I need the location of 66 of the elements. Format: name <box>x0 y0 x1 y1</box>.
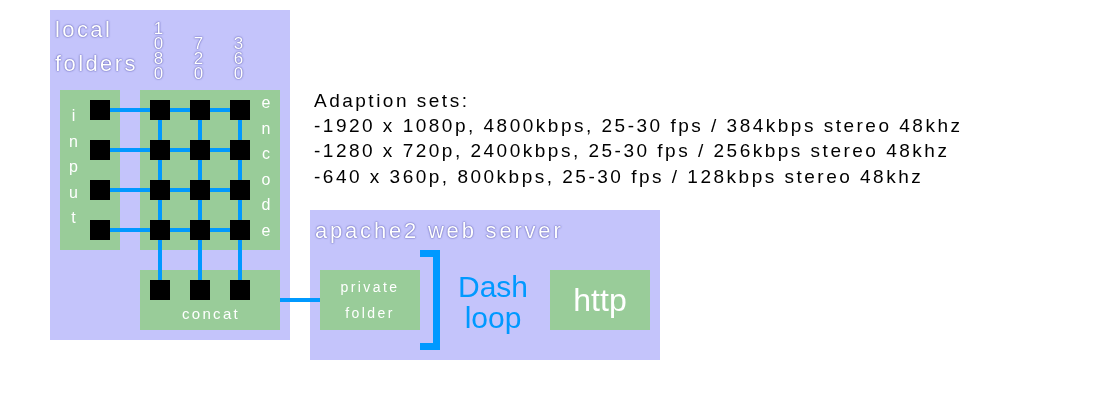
box-label: input <box>69 106 78 228</box>
square-node <box>90 140 110 160</box>
square-node <box>230 100 250 120</box>
connector-line <box>170 228 190 232</box>
square-node <box>150 140 170 160</box>
connector-line <box>198 240 202 280</box>
group-panel <box>50 10 290 340</box>
box-label: concat <box>182 304 240 323</box>
connector-line <box>158 200 162 220</box>
note-heading: Adaption sets: <box>314 89 470 113</box>
connector-line <box>110 228 150 232</box>
connector-line <box>198 160 202 180</box>
square-node <box>90 220 110 240</box>
square-node <box>190 280 210 300</box>
square-node <box>230 180 250 200</box>
connector-line <box>158 240 162 280</box>
square-node <box>230 280 250 300</box>
square-node <box>230 140 250 160</box>
square-node <box>230 220 250 240</box>
square-node <box>190 220 210 240</box>
connector-line <box>238 120 242 140</box>
connector-line <box>238 240 242 280</box>
square-node <box>190 100 210 120</box>
connector-line <box>210 228 230 232</box>
process-box <box>550 270 650 330</box>
process-box <box>60 90 120 250</box>
panel-title: apache2 web server <box>315 218 564 245</box>
connector-line <box>210 148 230 152</box>
box-label: http <box>573 282 627 318</box>
column-label: 1080 <box>153 21 164 81</box>
square-node <box>150 180 170 200</box>
panel-label: Dash loop <box>458 271 529 333</box>
panel-title: local folders <box>55 16 138 79</box>
connector-line <box>158 120 162 140</box>
connector-line <box>198 120 202 140</box>
connector-line <box>210 108 230 112</box>
note-text: -1280 x 720p, 2400kbps, 25-30 fps / 256kbps stereo 48khz <box>314 139 950 163</box>
process-box <box>140 270 280 330</box>
connector-line <box>280 298 320 302</box>
square-node <box>150 220 170 240</box>
square-node <box>90 180 110 200</box>
connector-line <box>110 108 150 112</box>
process-box <box>140 90 280 250</box>
square-node <box>190 140 210 160</box>
square-node <box>90 100 110 120</box>
process-box <box>320 270 420 330</box>
box-label: private folder <box>340 278 400 323</box>
square-node <box>190 180 210 200</box>
connector-line <box>170 148 190 152</box>
connector-line <box>110 188 150 192</box>
group-panel <box>310 210 660 360</box>
column-label: 720 <box>193 36 204 81</box>
square-node <box>150 100 170 120</box>
connector-line <box>238 160 242 180</box>
note-text: -640 x 360p, 800kbps, 25-30 fps / 128kbps stereo 48khz <box>314 165 924 189</box>
connector-line <box>170 188 190 192</box>
square-node <box>150 280 170 300</box>
connector-line <box>238 200 242 220</box>
connector-line <box>210 188 230 192</box>
note-text: -1920 x 1080p, 4800kbps, 25-30 fps / 384kbps stereo 48khz <box>314 114 963 138</box>
connector-line <box>158 160 162 180</box>
connector-line <box>198 200 202 220</box>
box-label: encode <box>261 93 271 241</box>
column-label: 360 <box>233 36 244 81</box>
connector-line <box>110 148 150 152</box>
connector-line <box>170 108 190 112</box>
